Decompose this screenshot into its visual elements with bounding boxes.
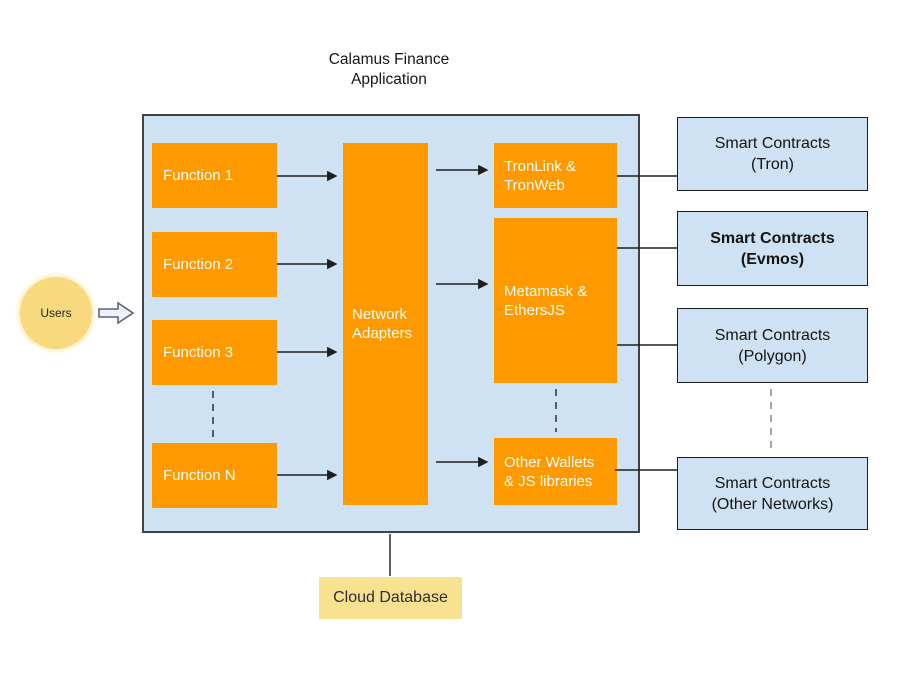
function-n-label: Function N — [163, 467, 236, 484]
function-3-box: Function 3 — [152, 320, 277, 385]
other-wallets-label: Other Wallets & JS libraries — [504, 453, 595, 490]
cloud-database-label: Cloud Database — [333, 589, 448, 606]
users-label: Users — [40, 306, 72, 320]
users-to-app-block-arrow — [98, 301, 135, 325]
smart-contracts-evmos-label: Smart Contracts (Evmos) — [710, 229, 835, 268]
smart-contracts-polygon-label: Smart Contracts (Polygon) — [714, 326, 831, 365]
function-1-label: Function 1 — [163, 167, 234, 184]
function-n-box: Function N — [152, 443, 277, 508]
smart-contracts-other-networks-label: Smart Contracts (Other Networks) — [711, 474, 834, 513]
function-1-box: Function 1 — [152, 143, 277, 208]
other-wallets-box: Other Wallets & JS libraries — [494, 438, 617, 505]
smart-contracts-tron-label: Smart Contracts (Tron) — [714, 135, 831, 173]
smart-contracts-other-networks-box: Smart Contracts (Other Networks) — [677, 457, 868, 530]
function-2-box: Function 2 — [152, 232, 277, 297]
smart-contracts-evmos-box: Smart Contracts (Evmos) — [677, 211, 868, 286]
smart-contracts-polygon-box: Smart Contracts (Polygon) — [677, 308, 868, 383]
cloud-database-box: Cloud Database — [319, 577, 462, 619]
network-adapters-label: Network Adapters — [352, 306, 413, 342]
diagram-title: Calamus Finance Application — [328, 51, 450, 88]
tronlink-tronweb-box: TronLink & TronWeb — [494, 143, 617, 208]
function-3-label: Function 3 — [163, 344, 234, 361]
function-2-label: Function 2 — [163, 256, 234, 273]
tronlink-tronweb-label: TronLink & TronWeb — [504, 157, 576, 194]
smart-contracts-tron-box: Smart Contracts (Tron) — [677, 117, 868, 191]
metamask-ethersjs-label: Metamask & EthersJS — [504, 282, 588, 319]
users-actor: Users — [20, 277, 92, 349]
network-adapters-box: Network Adapters — [343, 143, 428, 505]
metamask-ethersjs-box: Metamask & EthersJS — [494, 218, 617, 383]
